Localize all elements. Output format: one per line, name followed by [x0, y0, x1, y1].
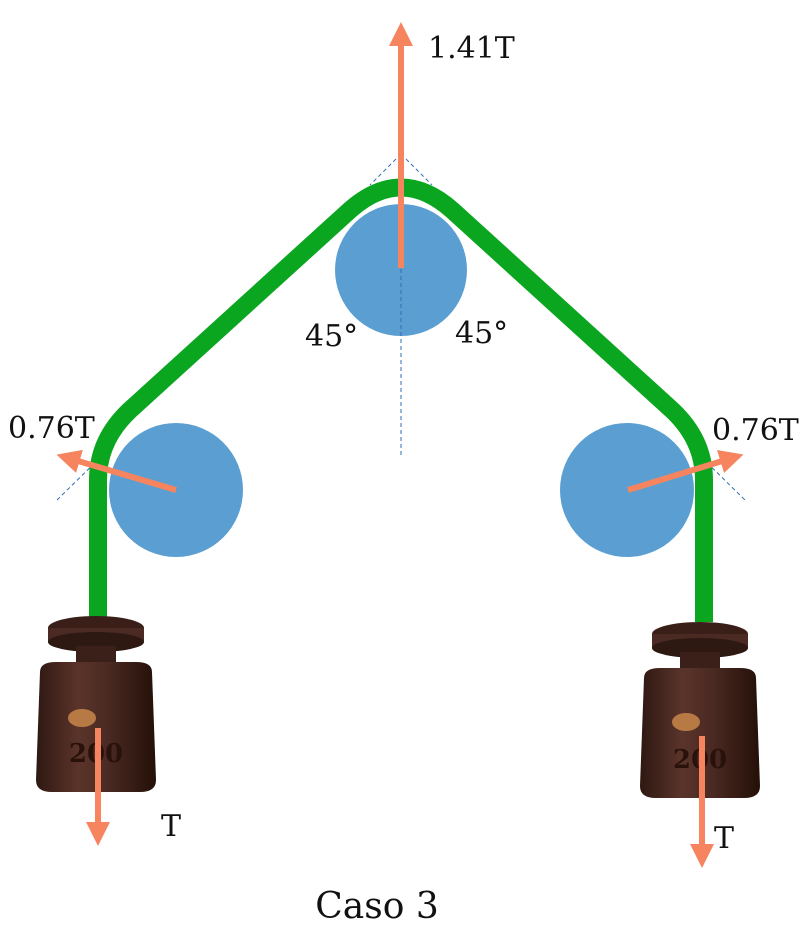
- force-arrows: [56, 21, 744, 868]
- left-angle-label: 45°: [305, 319, 358, 354]
- right-pulley: [560, 423, 694, 557]
- left-pulley-force-label: 0.76T: [8, 411, 95, 446]
- left-pulley-force-arrow: [56, 449, 177, 493]
- right-weight: 200: [640, 622, 760, 798]
- caption: Caso 3: [315, 886, 439, 927]
- left-weight: 200: [36, 616, 156, 792]
- top-force-label: 1.41T: [428, 31, 515, 66]
- right-pulley-force-label: 0.76T: [712, 413, 799, 448]
- left-pulley-guide-line: [56, 447, 111, 501]
- right-weight-force-label: T: [714, 821, 734, 856]
- right-guide-line: [400, 153, 433, 186]
- left-guide-line: [369, 153, 402, 186]
- left-weight-force-label: T: [161, 809, 181, 844]
- right-angle-label: 45°: [455, 316, 508, 351]
- right-pulley-force-arrow: [627, 450, 744, 493]
- right-pulley-guide-line: [691, 447, 746, 501]
